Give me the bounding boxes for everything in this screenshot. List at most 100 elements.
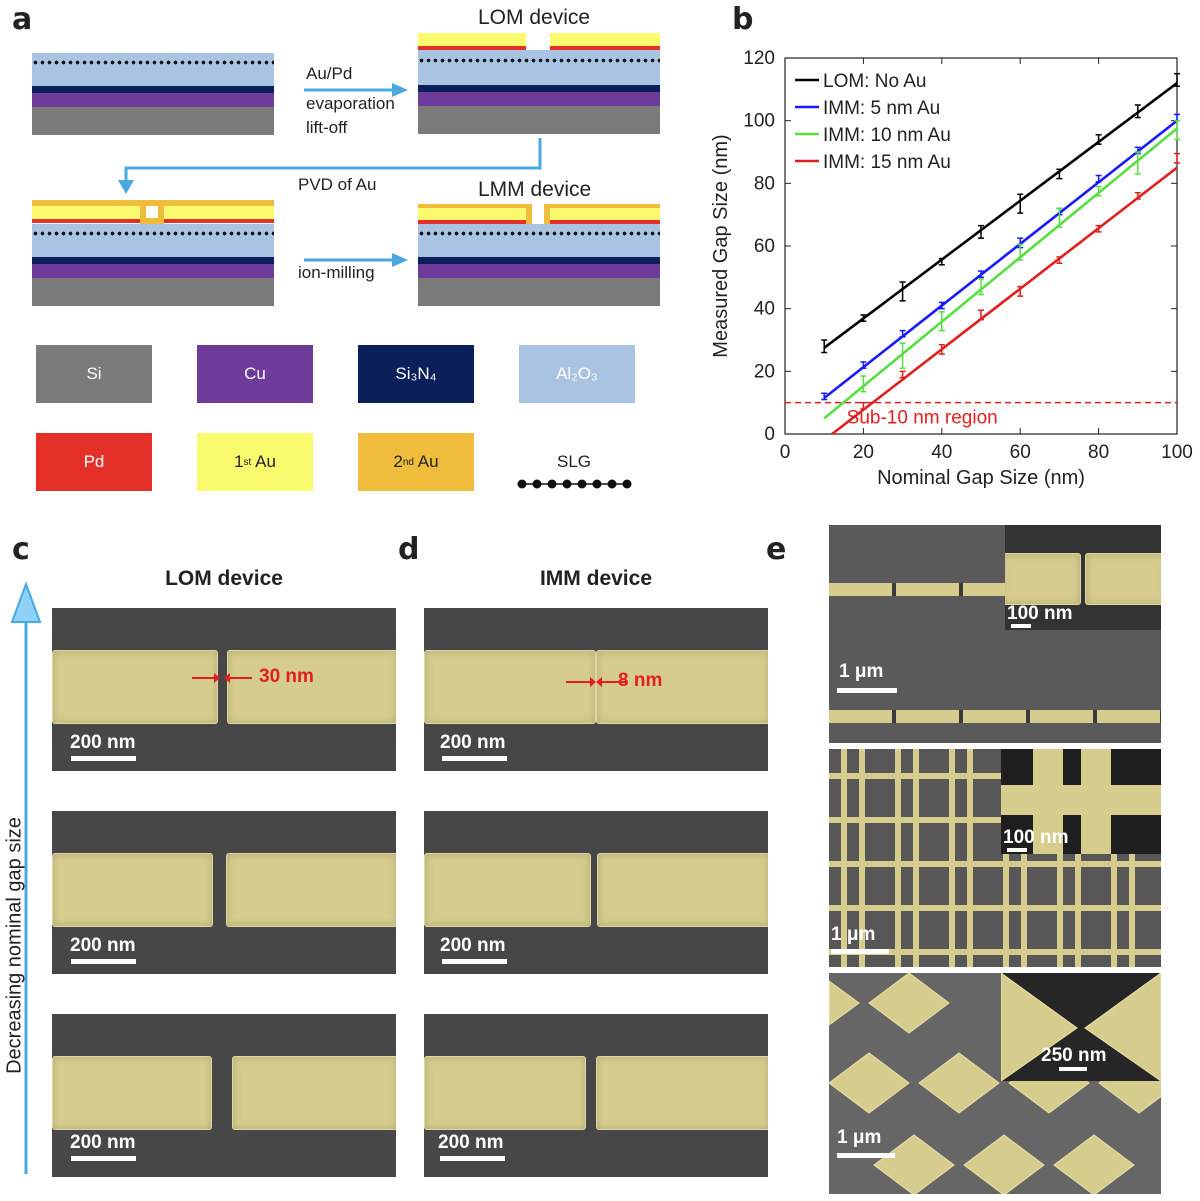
y-tick-label: 60 [754,236,775,257]
electrode-left [424,1056,586,1130]
electrode-right [596,1056,768,1130]
gap-arrows [566,677,626,687]
electrode-left [424,650,596,724]
layer-au1-right [550,33,660,46]
scale-bar [442,959,507,964]
imm-column-title: IMM device [539,567,653,590]
electrode-right [226,853,396,927]
inset-electrode-right [1085,553,1161,605]
sem-lom-3: 200 nm [52,1014,396,1177]
scale-label: 200 nm [70,732,136,753]
layer-au2-gap-bottom [140,218,164,224]
layer-au2-gap-left [526,204,532,224]
sem-imm-2: 200 nm [424,811,768,974]
layer-si [32,278,274,306]
layer-au2-gap-right [544,204,550,224]
legend-label-3: IMM: 15 nm Au [823,152,951,173]
y-tick-label: 0 [764,424,775,445]
legend-si3n4: Si₃N₄ [358,345,474,403]
layer-au2-right [550,204,660,208]
layer-pd-right [164,219,274,223]
step3-label: ion-milling [298,263,375,282]
x-tick-label: 100 [1161,442,1193,463]
legend-si3n4-label: Si₃N₄ [395,364,437,383]
bowtie-array [829,973,1161,1194]
step1-label-2: evaporation [306,94,395,113]
x-tick-label: 0 [780,442,791,463]
layer-si3n4 [32,86,274,93]
y-tick-label: 80 [754,173,775,194]
x-tick-label: 20 [853,442,874,463]
inset-bowtie-shape [1001,973,1161,1081]
scale-label: 200 nm [70,935,136,956]
scale-label: 1 μm [831,924,876,945]
layer-cu [32,264,274,278]
fit-line-0 [823,82,1178,349]
layer-cu [32,93,274,107]
layer-si [418,278,660,306]
x-tick-label: 60 [1010,442,1031,463]
scale-label: 200 nm [440,732,506,753]
sub10-threshold-label: Sub-10 nm region [847,408,998,429]
arrow-step2 [118,138,542,194]
sem-imm-3: 200 nm [424,1014,768,1177]
inset-scale-bar [1007,848,1027,852]
inset-scale-bar [1011,624,1031,628]
sem-lom-2: 200 nm [52,811,396,974]
layer-slg [418,58,660,63]
y-tick-label: 20 [754,361,775,382]
legend-cu: Cu [197,345,313,403]
electrode-right [596,650,768,724]
legend-au1-sup: st [243,456,252,468]
arrow-step3 [304,253,408,267]
layer-pd-right [550,220,660,224]
layer-pd-left [418,46,526,50]
layer-slg [32,231,274,236]
layer-pd-right [550,46,660,50]
scale-label: 200 nm [70,1132,136,1153]
layer-cu [418,264,660,278]
electrode-right [227,650,396,724]
y-tick-label: 100 [743,111,775,132]
inset-bowtie: 250 nm [1001,973,1161,1081]
layer-au1-left [418,33,526,46]
layer-si [32,107,274,135]
gap-size-label: 30 nm [259,666,314,687]
sem-e-chains: 100 nm 1 μm [829,525,1161,743]
layer-si3n4 [418,257,660,264]
lom-column-title: LOM device [165,567,283,590]
layer-si3n4 [418,85,660,92]
decreasing-gap-label: Decreasing nominal gap size [3,817,26,1074]
panel-label-e: e [766,532,787,567]
legend-al2o3: Al₂O₃ [519,345,635,403]
y-tick-label: 120 [743,48,775,69]
legend-slg-dots [517,479,632,489]
legend-au2-num: 2 [393,452,403,471]
x-tick-label: 40 [931,442,952,463]
electrode-left [52,650,218,724]
scale-label: 200 nm [440,935,506,956]
layer-al2o3 [32,224,274,257]
legend-label-0: LOM: No Au [823,71,927,92]
layer-al2o3 [418,50,660,85]
sem-e-bowties: 250 nm 1 μm [829,973,1161,1194]
y-axis-label: Measured Gap Size (nm) [710,134,732,357]
scale-bar [71,1156,136,1161]
inset-scale-label: 100 nm [1003,827,1069,848]
layer-au2 [32,200,274,206]
layer-au2-gap-left [140,200,146,223]
gap-arrows [192,673,252,683]
layer-au2-left [418,204,526,208]
x-axis-label: Nominal Gap Size (nm) [877,467,1085,489]
scale-label: 1 μm [837,1127,882,1148]
layer-al2o3 [418,224,660,257]
layer-au1-right [164,206,274,219]
layer-au1-left [418,208,526,220]
layer-pd-left [32,219,140,223]
electrode-left [52,1056,212,1130]
panel-label-b: b [732,2,754,37]
electrode-right [597,853,768,927]
electrode-left [52,853,213,927]
layer-al2o3 [32,53,274,86]
